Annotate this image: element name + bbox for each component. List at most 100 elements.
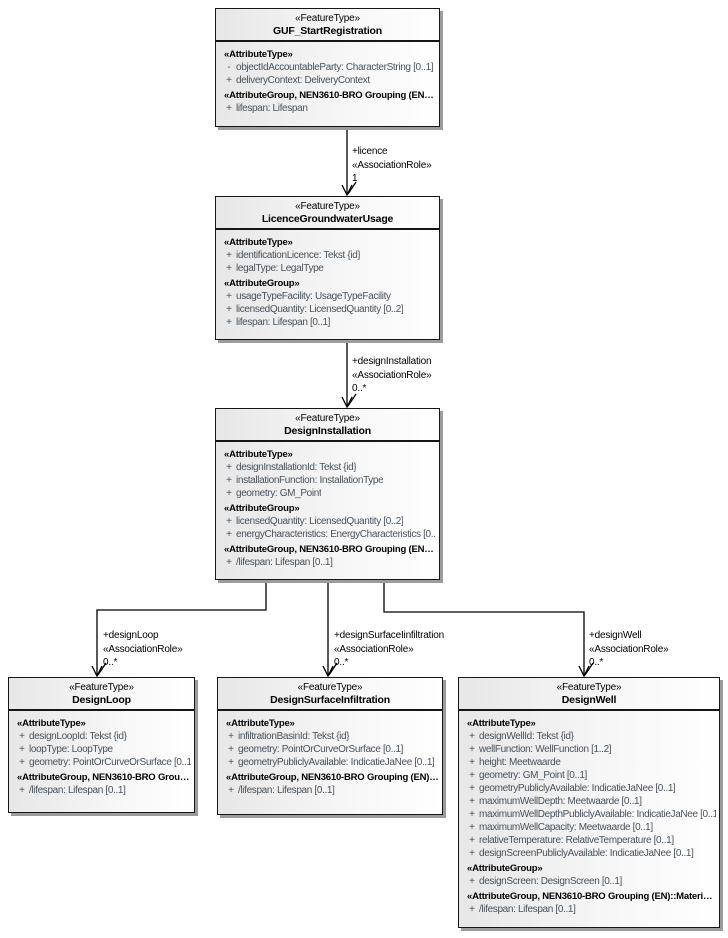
visibility-marker: + (469, 770, 475, 781)
visibility-marker: + (469, 744, 475, 755)
attribute-row: +/lifespan: Lifespan [0..1] (222, 556, 436, 569)
multiplicity-label: 0..* (352, 383, 367, 394)
attribute-text: geometry: GM_Point (236, 488, 322, 499)
attribute-text: geometry: PointOrCurveOrSurface [0..1] (29, 757, 191, 768)
class-name: DesignInstallation (284, 425, 371, 437)
attribute-row: +infiltrationBasinId: Tekst {id} (224, 730, 439, 743)
attribute-text: maximumWellDepth: Meetwaarde [0..1] (479, 796, 642, 807)
class-box-licence-groundwater-usage[interactable]: «FeatureType» LicenceGroundwaterUsage «A… (215, 196, 440, 340)
connector-label-design-well: +designWell «AssociationRole» 0..* (589, 629, 669, 670)
class-header: «FeatureType» GUF_StartRegistration (216, 9, 439, 42)
class-attributes: «AttributeType»-objectIdAccountableParty… (216, 42, 439, 118)
attribute-row: -objectIdAccountableParty: CharacterStri… (222, 61, 436, 74)
section-stereotype: «AttributeGroup, NEN3610-BRO Grouping (E… (467, 891, 716, 902)
visibility-marker: + (226, 557, 232, 568)
attribute-text: licensedQuantity: LicensedQuantity [0..2… (236, 304, 404, 315)
visibility-marker: + (226, 475, 232, 486)
class-name: GUF_StartRegistration (273, 25, 382, 37)
attribute-text: height: Meetwaarde (479, 757, 561, 768)
visibility-marker: + (469, 783, 475, 794)
attribute-text: geometryPubliclyAvailable: IndicatieJaNe… (238, 757, 435, 768)
attribute-row: +installationFunction: InstallationType (222, 474, 436, 487)
attribute-text: designLoopId: Tekst {id} (29, 731, 127, 742)
visibility-marker: + (226, 103, 232, 114)
attribute-text: infiltrationBasinId: Tekst {id} (238, 731, 350, 742)
role-stereotype: «AssociationRole» (352, 159, 432, 171)
class-stereotype: «FeatureType» (69, 682, 134, 693)
attribute-row: +geometry: PointOrCurveOrSurface [0..1] (15, 756, 191, 769)
attribute-text: objectIdAccountableParty: CharacterStrin… (236, 62, 434, 73)
visibility-marker: + (226, 263, 232, 274)
class-header: «FeatureType» DesignLoop (9, 678, 194, 711)
arrowhead-design-loop-icon (91, 665, 103, 678)
attribute-text: /lifespan: Lifespan [0..1] (29, 785, 126, 796)
attribute-row: + maximumWellCapacity: Meetwaarde [0..1] (465, 821, 716, 834)
attribute-row: +designInstallationId: Tekst {id} (222, 461, 436, 474)
arrowhead-licence-icon (341, 184, 353, 197)
attribute-text: /lifespan: Lifespan [0..1] (238, 785, 335, 796)
visibility-marker: + (469, 876, 475, 887)
arrowhead-design-surface-infiltration-icon (322, 665, 334, 678)
class-name: DesignSurfaceInfiltration (270, 694, 390, 706)
attribute-row: +maximumWellDepthPubliclyAvailable: Indi… (465, 808, 716, 821)
visibility-marker: + (19, 731, 25, 742)
section-stereotype: «AttributeType» (467, 718, 536, 729)
section-stereotype: «AttributeType» (226, 718, 295, 729)
visibility-marker: + (226, 304, 232, 315)
visibility-marker: + (469, 796, 475, 807)
connector-label-design-installation: +designInstallation «AssociationRole» 0.… (352, 355, 432, 396)
attribute-text: identificationLicence: Tekst {id} (236, 250, 361, 261)
class-header: «FeatureType» DesignInstallation (216, 409, 439, 442)
visibility-marker: + (469, 731, 475, 742)
class-box-design-well[interactable]: «FeatureType» DesignWell «AttributeType»… (458, 677, 720, 928)
attribute-row: +relativeTemperature: RelativeTemperatur… (465, 834, 716, 847)
role-stereotype: «AssociationRole» (103, 643, 183, 655)
attribute-row: +licensedQuantity: LicensedQuantity [0..… (222, 515, 436, 528)
attribute-row: +energyCharacteristics: EnergyCharacteri… (222, 528, 436, 541)
connector-label-design-surface-infiltration: +designSurfaceIinfiltration «Association… (334, 629, 444, 670)
visibility-marker: + (226, 462, 232, 473)
attribute-row: + wellFunction: WellFunction [1..2] (465, 743, 716, 756)
role-name: +designInstallation (352, 356, 432, 367)
class-box-design-installation[interactable]: «FeatureType» DesignInstallation «Attrib… (215, 408, 440, 580)
class-stereotype: «FeatureType» (297, 682, 363, 693)
section-stereotype: «AttributeGroup, NEN3610-BRO Groupin... (17, 772, 191, 783)
class-name: DesignWell (561, 694, 617, 706)
class-box-guf-startregistration[interactable]: «FeatureType» GUF_StartRegistration «Att… (215, 8, 440, 127)
multiplicity-label: 0..* (589, 657, 604, 668)
role-name: +designLoop (103, 630, 159, 641)
attribute-text: geometry: GM_Point [0..1] (479, 770, 587, 781)
attribute-row: +usageTypeFacility: UsageTypeFacility (222, 290, 436, 303)
class-name: DesignLoop (72, 694, 131, 706)
multiplicity-slash-icon (347, 393, 357, 407)
visibility-marker: + (226, 250, 232, 261)
class-header: «FeatureType» DesignWell (459, 678, 719, 711)
attribute-row: +height: Meetwaarde (465, 756, 716, 769)
attribute-row: +/lifespan: Lifespan [0..1] (224, 784, 439, 797)
section-stereotype: «AttributeGroup» (224, 278, 300, 289)
section-stereotype: «AttributeGroup, NEN3610-BRO Grouping (E… (224, 544, 436, 555)
arrowhead-design-well-icon (578, 665, 590, 678)
attribute-text: wellFunction: WellFunction [1..2] (479, 744, 612, 755)
attribute-row: +loopType: LoopType (15, 743, 191, 756)
attribute-row: +/lifespan: Lifespan [0..1] (465, 903, 716, 916)
multiplicity-label: 1 (352, 173, 358, 184)
role-name: +designSurfaceIinfiltration (334, 630, 444, 641)
attribute-text: loopType: LoopType (29, 744, 113, 755)
class-attributes: «AttributeType»+designInstallationId: Te… (216, 442, 439, 572)
class-stereotype: «FeatureType» (295, 13, 360, 24)
section-stereotype: «AttributeType» (224, 449, 293, 460)
role-name: +licence (352, 146, 388, 157)
visibility-marker: + (469, 904, 475, 915)
class-attributes: «AttributeType»+infiltrationBasinId: Tek… (218, 711, 442, 800)
attribute-text: maximumWellCapacity: Meetwaarde [0..1] (479, 822, 653, 833)
role-stereotype: «AssociationRole» (334, 643, 414, 655)
section-stereotype: «AttributeType» (224, 237, 293, 248)
class-box-design-surface-infiltration[interactable]: «FeatureType» DesignSurfaceInfiltration … (217, 677, 443, 815)
visibility-marker: + (469, 822, 475, 833)
attribute-text: licensedQuantity: LicensedQuantity [0..2… (236, 516, 404, 527)
class-box-design-loop[interactable]: «FeatureType» DesignLoop «AttributeType»… (8, 677, 195, 813)
visibility-marker: + (228, 757, 234, 768)
attribute-row: +designScreenPubliclyAvailable: Indicati… (465, 847, 716, 860)
